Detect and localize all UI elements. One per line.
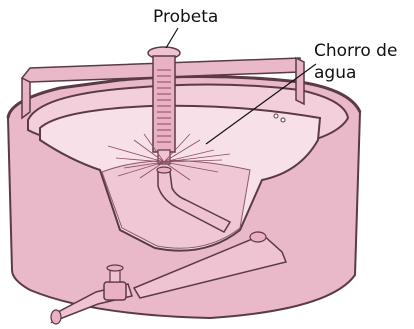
probe-label: Probeta (153, 6, 218, 28)
pipe-right-end (250, 232, 266, 242)
frame-right-leg (296, 58, 304, 104)
nozzle-end (157, 167, 171, 173)
rim-hole (274, 114, 278, 118)
valve-body (104, 282, 126, 300)
water-jet-label-line1: Chorro de (314, 40, 397, 62)
valve-handle (107, 265, 123, 271)
water-jet-label-line2: agua (314, 62, 397, 84)
leader-probe (166, 28, 178, 48)
pipe-left-end (51, 310, 61, 324)
rim-hole (281, 118, 285, 122)
water-jet-label: Chorro de agua (314, 40, 397, 84)
